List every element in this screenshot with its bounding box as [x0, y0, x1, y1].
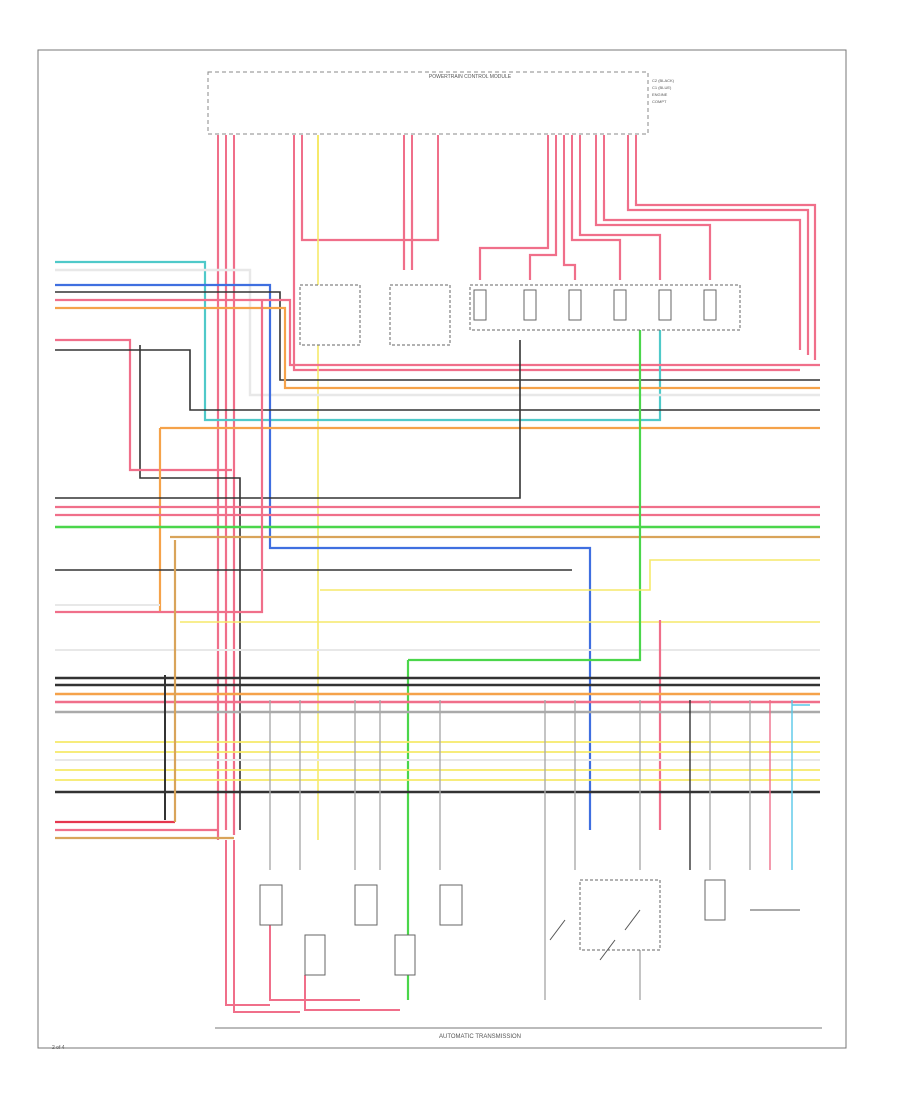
sensor-lower-2 — [354, 884, 378, 926]
sensor-box-1 — [299, 284, 361, 346]
relay-3 — [613, 289, 627, 321]
sensor-box-2 — [389, 284, 451, 346]
top-module-label: POWERTRAIN CONTROL MODULE — [429, 74, 512, 80]
wire-blue-37 — [55, 283, 592, 830]
top-right-label-1: C2 (BLACK) — [652, 78, 675, 83]
page-number: 2 of 4 — [52, 1045, 65, 1051]
top-right-label-2: C1 (BLUE) — [652, 85, 672, 90]
top-module: POWERTRAIN CONTROL MODULE C2 (BLACK) C1 … — [207, 71, 675, 135]
wire-teal-35 — [55, 260, 662, 422]
sensor-lower-3 — [439, 884, 463, 926]
wire-black-43 — [55, 349, 820, 411]
wire-pink-90 — [269, 925, 360, 1001]
wire-pink-42 — [55, 338, 232, 472]
relay-0 — [473, 289, 487, 321]
diagram-frame — [37, 49, 847, 1049]
relay-4 — [658, 289, 672, 321]
wire-pink-33 — [626, 200, 810, 355]
bottom-label: AUTOMATIC TRANSMISSION — [439, 1034, 521, 1040]
top-right-label-3: ENGINE — [652, 92, 668, 97]
wire-pink-26 — [478, 200, 550, 280]
components — [259, 284, 800, 976]
wire-pink-91 — [304, 975, 400, 1011]
wire-pink-93 — [233, 840, 300, 1013]
wire-black-41 — [139, 345, 241, 830]
sensor-lower-6 — [704, 879, 726, 921]
sensor-lower-4 — [304, 934, 326, 976]
relay-2 — [568, 289, 582, 321]
wire-pink-34 — [634, 200, 817, 360]
relay-1 — [523, 289, 537, 321]
wire-pink-28 — [562, 200, 577, 280]
wire-pink-21 — [292, 200, 800, 372]
wire-pink-32 — [602, 200, 802, 350]
top-right-label-4: COMPT — [652, 99, 667, 104]
wire-pink-30 — [578, 200, 662, 280]
wire-pink-53 — [55, 300, 264, 614]
relay-5 — [703, 289, 717, 321]
wire-green-57 — [408, 300, 642, 662]
switch-line-1 — [549, 919, 566, 941]
wire-yellow-59 — [320, 559, 820, 591]
wire-pink-31 — [594, 200, 712, 280]
wire-pink-29 — [570, 200, 622, 280]
wire-black-46 — [55, 340, 521, 499]
wire-white-36 — [55, 268, 820, 397]
wire-pink-22 — [300, 200, 440, 242]
switch-line-2 — [599, 939, 616, 961]
wire-orange-40 — [55, 306, 820, 390]
wire-pink-39 — [55, 298, 820, 367]
sensor-lower-1 — [259, 884, 283, 926]
sensor-lower-5 — [394, 934, 416, 976]
wire-pink-27 — [528, 200, 558, 280]
relay-block — [469, 284, 741, 331]
switch-line-3 — [624, 909, 641, 931]
wire-pink-92 — [225, 840, 270, 1006]
solenoid-box — [579, 879, 661, 951]
wire-black-38 — [55, 291, 820, 381]
